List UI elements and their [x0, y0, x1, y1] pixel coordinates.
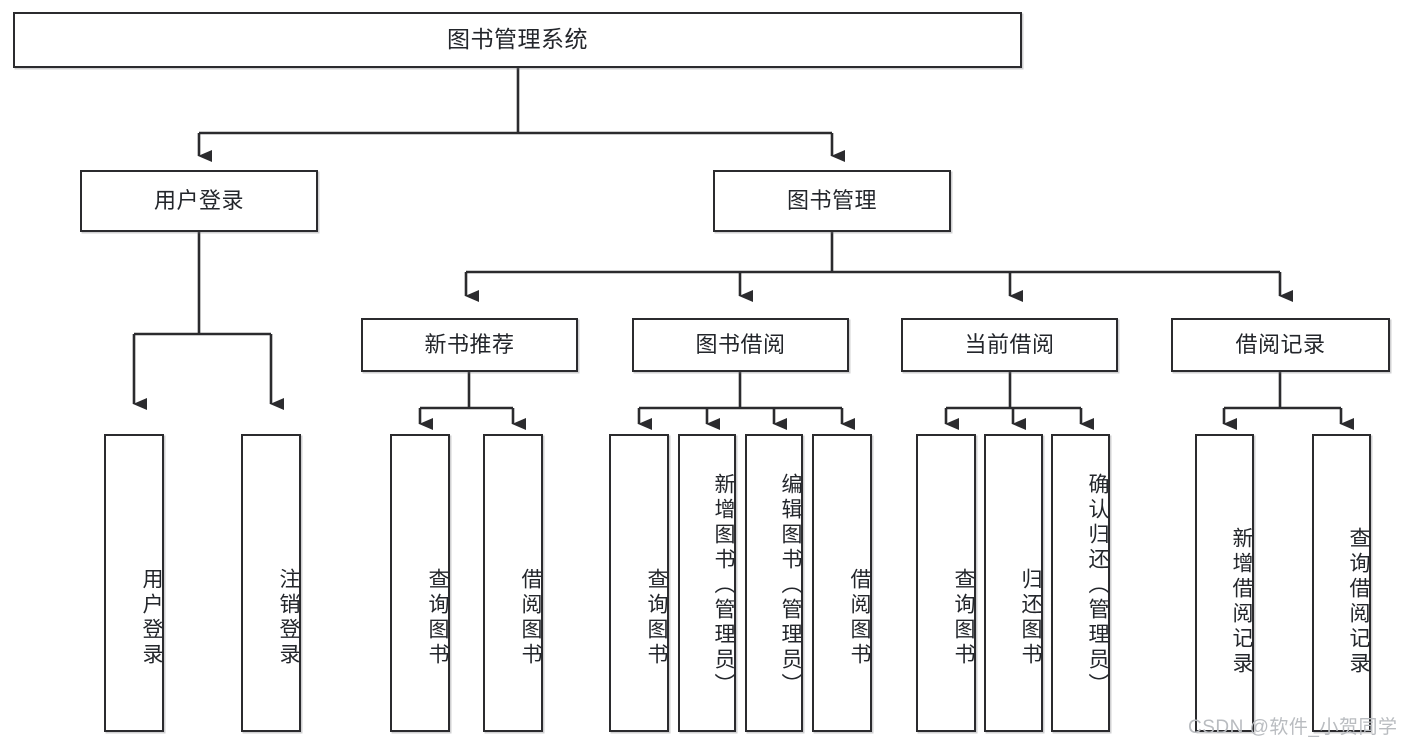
leaf-user-login-login[interactable]: 用户登录: [104, 434, 164, 732]
node-new-book-recommend[interactable]: 新书推荐: [361, 318, 578, 372]
leaf-book-borrow-edit[interactable]: 编辑图书（管理员）: [745, 434, 803, 732]
node-label: 注销登录: [277, 568, 300, 668]
node-book-borrow[interactable]: 图书借阅: [632, 318, 849, 372]
node-borrow-record[interactable]: 借阅记录: [1171, 318, 1390, 372]
leaf-borrow-record-query[interactable]: 查询借阅记录: [1312, 434, 1371, 732]
node-label: 图书管理系统: [447, 26, 588, 53]
node-label: 借阅图书: [848, 568, 871, 668]
watermark: CSDN @软件_小贺同学: [1188, 717, 1398, 738]
leaf-current-borrow-confirm-return[interactable]: 确认归还（管理员）: [1051, 434, 1110, 732]
leaf-book-borrow-add[interactable]: 新增图书（管理员）: [678, 434, 736, 732]
node-label: 图书管理: [786, 187, 877, 213]
node-book-management[interactable]: 图书管理: [713, 170, 951, 232]
leaf-current-borrow-return[interactable]: 归还图书: [984, 434, 1043, 732]
leaf-borrow-record-add[interactable]: 新增借阅记录: [1195, 434, 1254, 732]
node-current-borrow[interactable]: 当前借阅: [901, 318, 1118, 372]
node-label: 归还图书: [1019, 568, 1042, 668]
leaf-new-book-borrow[interactable]: 借阅图书: [483, 434, 543, 732]
node-label: 图书借阅: [695, 331, 786, 357]
leaf-user-login-logout[interactable]: 注销登录: [241, 434, 301, 732]
node-user-login[interactable]: 用户登录: [80, 170, 318, 232]
leaf-book-borrow-borrow[interactable]: 借阅图书: [812, 434, 872, 732]
node-label: 查询图书: [426, 568, 449, 668]
node-label: 确认归还（管理员）: [1086, 472, 1109, 698]
node-label: 用户登录: [140, 568, 163, 668]
node-label: 新书推荐: [424, 331, 515, 357]
node-label: 新增图书（管理员）: [712, 472, 735, 698]
leaf-book-borrow-query[interactable]: 查询图书: [609, 434, 669, 732]
node-label: 查询图书: [952, 568, 975, 668]
leaf-new-book-query[interactable]: 查询图书: [390, 434, 450, 732]
node-label: 用户登录: [153, 187, 244, 213]
node-label: 借阅图书: [519, 568, 542, 668]
node-label: 编辑图书（管理员）: [779, 472, 802, 698]
leaf-current-borrow-query[interactable]: 查询图书: [916, 434, 976, 732]
node-label: 借阅记录: [1235, 331, 1326, 357]
node-root-system[interactable]: 图书管理系统: [13, 12, 1022, 68]
node-label: 新增借阅记录: [1230, 527, 1253, 677]
node-label: 查询借阅记录: [1347, 527, 1370, 677]
node-label: 当前借阅: [964, 331, 1055, 357]
node-label: 查询图书: [645, 568, 668, 668]
